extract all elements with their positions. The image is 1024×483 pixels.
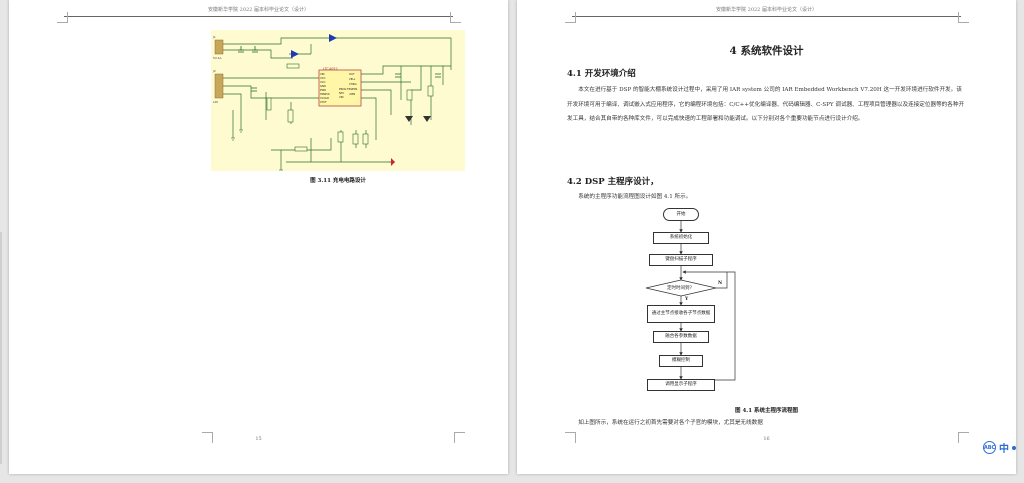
svg-text:PWR: PWR	[320, 88, 326, 92]
flowchart-fuse-data: 融合各参数数据	[653, 331, 709, 343]
flowchart-init: 系统初始化	[653, 232, 709, 244]
page-header: 安徽新华学院 2022 届本科毕业论文（设计）	[716, 7, 817, 13]
crop-mark	[565, 432, 576, 443]
document-page-16: 安徽新华学院 2022 届本科毕业论文（设计） 4 系统软件设计 4.1 开发环…	[517, 0, 1016, 474]
svg-text:ntPN: ntPN	[349, 92, 355, 96]
svg-text:5V.1A: 5V.1A	[213, 56, 222, 60]
crop-mark	[202, 432, 213, 443]
svg-text:GND: GND	[320, 84, 326, 88]
flowchart-yes-label: Y	[685, 297, 689, 302]
page-number: 16	[763, 436, 770, 442]
svg-text:CELL: CELL	[349, 77, 356, 81]
svg-text:CHRG: CHRG	[349, 82, 357, 86]
flowchart-fuzzy-control: 模糊控制	[659, 355, 703, 367]
flowchart-read-data: 通过主节点接收各子节点数据	[647, 305, 715, 323]
header-rule	[572, 16, 961, 17]
punctuation-dot-icon[interactable]	[1012, 445, 1016, 450]
crop-mark	[958, 12, 969, 23]
svg-text:VCOLD: VCOLD	[320, 96, 329, 100]
section-heading-4-1: 4.1 开发环境介绍	[567, 69, 636, 79]
flowchart-connectors	[645, 221, 736, 381]
input-method-toolbar[interactable]: ABC 中	[983, 440, 1016, 455]
document-page-15: 安徽新华学院 2022 届本科毕业论文（设计）	[9, 0, 508, 474]
figure-caption: 图 4.1 系统主程序流程图	[735, 408, 798, 414]
decision-diamond	[645, 279, 717, 297]
left-scroll-marker	[0, 232, 2, 464]
flowchart-display: 调用显示子程序	[647, 379, 715, 391]
svg-text:CTCF: CTCF	[320, 100, 327, 104]
charging-circuit-schematic: LTC4052 VIN VCC VCC GND PWR HRWCK VCOLD …	[211, 30, 465, 171]
svg-text:J2: J2	[212, 69, 216, 73]
body-paragraph: 系统的主程序功能流程图设计如图 4.1 所示。	[578, 194, 692, 200]
flowchart-keyscan: 键盘扫描子程序	[649, 254, 713, 266]
section-heading-4-2: 4.2 DSP 主程序设计，	[567, 177, 659, 187]
figure-caption: 图 3.11 充电电路设计	[310, 178, 366, 184]
crop-mark	[454, 432, 465, 443]
svg-text:PROG: PROG	[339, 87, 346, 91]
flowchart-no-label: N	[718, 281, 723, 286]
svg-text:VIN: VIN	[339, 95, 344, 99]
svg-text:LIN: LIN	[213, 100, 218, 104]
svg-text:NTC: NTC	[339, 91, 344, 95]
page-header: 安徽新华学院 2022 届本科毕业论文（设计）	[208, 7, 309, 13]
body-paragraph: 本文在进行基于 DSP 的智能大棚系统设计过程中，采用了用 IAR system…	[567, 87, 965, 123]
body-paragraph: 如上图所示，系统在运行之初首先需要对各个子官的模块，尤其是无线数据	[578, 420, 763, 426]
svg-text:HRWCK: HRWCK	[320, 92, 330, 96]
svg-text:J1: J1	[212, 35, 216, 39]
svg-text:TRSENS: TRSENS	[347, 87, 358, 91]
flowchart-decision-text: 定时时间到?	[667, 286, 692, 291]
svg-text:OUT: OUT	[349, 72, 355, 76]
crop-mark	[565, 12, 576, 23]
svg-text:VCC: VCC	[320, 76, 326, 80]
flowchart-start: 开始	[663, 208, 699, 221]
crop-mark	[57, 12, 68, 23]
chapter-title: 4 系统软件设计	[729, 45, 804, 57]
chinese-mode-toggle[interactable]: 中	[999, 444, 1009, 455]
svg-text:VCC: VCC	[320, 80, 326, 84]
crop-mark	[958, 432, 969, 443]
crop-mark	[450, 12, 461, 23]
svg-text:LTC4052: LTC4052	[323, 67, 338, 71]
svg-text:VIN: VIN	[320, 72, 325, 76]
abc-badge-icon[interactable]: ABC	[983, 441, 996, 454]
page-number: 15	[255, 436, 262, 442]
header-rule	[64, 16, 453, 17]
